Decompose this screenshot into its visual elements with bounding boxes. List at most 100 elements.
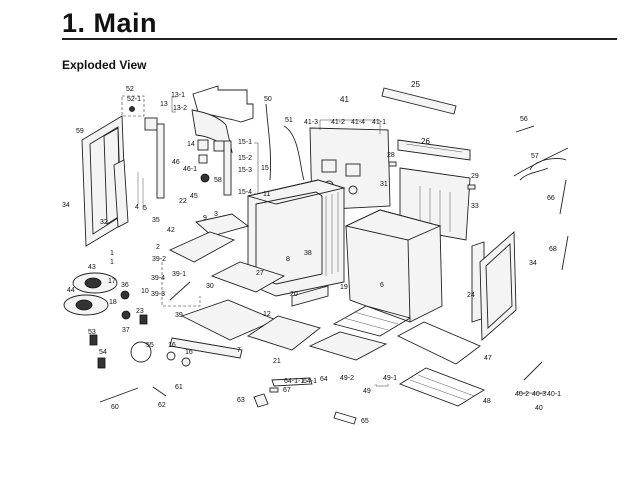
callout-4: 4 xyxy=(135,204,139,211)
callout-35: 35 xyxy=(152,217,160,224)
part-strip-4-5 xyxy=(137,172,144,210)
callout-2: 2 xyxy=(156,244,160,251)
part-pan-21 xyxy=(246,315,321,351)
callout-53: 53 xyxy=(88,329,96,336)
callout-34b: 34 xyxy=(529,260,537,267)
part-40 xyxy=(523,361,543,381)
part-56 xyxy=(515,125,535,133)
callout-54: 54 xyxy=(99,349,107,356)
callout-25: 25 xyxy=(411,80,420,89)
callout-29: 29 xyxy=(471,173,479,180)
page-title: 1. Main xyxy=(62,8,158,38)
part-ring-55 xyxy=(130,341,152,363)
part-66 xyxy=(559,179,567,215)
callout-63: 63 xyxy=(237,397,245,404)
title-rule xyxy=(62,38,617,40)
callout-45: 45 xyxy=(190,193,198,200)
callout-44: 44 xyxy=(67,287,75,294)
callout-39-2: 39-2 xyxy=(152,256,166,263)
callout-59: 59 xyxy=(76,128,84,135)
callout-61: 61 xyxy=(175,384,183,391)
callout-16b: 16 xyxy=(185,349,193,356)
callout-12: 12 xyxy=(263,311,271,318)
callout-15-4: 15-4 xyxy=(238,189,252,196)
callout-38: 38 xyxy=(304,250,312,257)
callout-23: 23 xyxy=(136,308,144,315)
part-cover-26 xyxy=(397,139,471,161)
part-insulation-6 xyxy=(344,209,443,323)
part-rack-49-1 xyxy=(332,305,412,337)
callout-39-4: 39-4 xyxy=(151,275,165,282)
callout-15-1: 15-1 xyxy=(238,139,252,146)
part-64 xyxy=(271,377,313,387)
callout-41-1: 41-1 xyxy=(372,119,386,126)
callout-42: 42 xyxy=(167,227,175,234)
callout-33: 33 xyxy=(471,203,479,210)
callout-15-3: 15-3 xyxy=(238,167,252,174)
callout-27: 27 xyxy=(256,270,264,277)
part-wire-51 xyxy=(283,125,305,181)
callout-16a: 16 xyxy=(168,342,176,349)
callout-37: 37 xyxy=(122,327,130,334)
callout-57: 57 xyxy=(531,153,539,160)
callout-1b: 1 xyxy=(110,259,114,266)
callout-10: 10 xyxy=(141,288,149,295)
part-hinge-arm-left xyxy=(144,117,165,199)
callout-14: 14 xyxy=(187,141,195,148)
callout-50: 50 xyxy=(264,96,272,103)
part-39-2 xyxy=(168,231,236,263)
part-drawer-front-7 xyxy=(169,337,243,359)
callout-13-2: 13-2 xyxy=(173,105,187,112)
part-hinge-arm-right xyxy=(213,140,232,196)
callout-15: 15 xyxy=(261,165,269,172)
part-65 xyxy=(333,411,357,425)
callout-55: 55 xyxy=(146,342,154,349)
callout-65: 65 xyxy=(361,418,369,425)
part-light-43 xyxy=(72,272,118,294)
part-knob-16b xyxy=(181,357,191,367)
part-58 xyxy=(200,173,210,183)
callout-40: 40 xyxy=(535,405,543,412)
callout-39-3: 39-3 xyxy=(151,291,165,298)
callout-19: 19 xyxy=(340,284,348,291)
part-23 xyxy=(139,314,148,325)
part-67 xyxy=(269,387,279,393)
callout-17: 17 xyxy=(108,278,116,285)
part-14 xyxy=(197,139,209,151)
callout-41-4: 41-4 xyxy=(351,119,365,126)
callout-64: 64 xyxy=(320,376,328,383)
part-52-1 xyxy=(129,106,135,112)
part-36 xyxy=(120,290,130,300)
callout-41: 41 xyxy=(340,95,349,104)
callout-41-3: 41-3 xyxy=(304,119,318,126)
callout-41-2: 41-2 xyxy=(331,119,345,126)
callout-46-1: 46-1 xyxy=(183,166,197,173)
callout-67: 67 xyxy=(283,387,291,394)
part-light-44 xyxy=(63,294,109,316)
callout-13-1: 13-1 xyxy=(171,92,185,99)
callout-36: 36 xyxy=(121,282,129,289)
callout-13: 13 xyxy=(160,101,168,108)
callout-26: 26 xyxy=(421,137,430,146)
part-53 xyxy=(89,334,98,346)
part-wire-50 xyxy=(265,103,271,181)
part-39-3 xyxy=(169,281,191,301)
callout-52: 52 xyxy=(126,86,134,93)
part-20 xyxy=(291,285,329,307)
callout-31: 31 xyxy=(380,181,388,188)
part-54 xyxy=(97,357,106,369)
part-gasket-47 xyxy=(397,321,481,365)
callout-40-1: 40-1 xyxy=(547,391,561,398)
callout-1a: 1 xyxy=(110,250,114,257)
callout-39-1: 39-1 xyxy=(172,271,186,278)
callout-49-2: 49-2 xyxy=(340,375,354,382)
callout-21: 21 xyxy=(273,358,281,365)
callout-11: 11 xyxy=(263,191,270,198)
part-37 xyxy=(121,310,131,320)
callout-3: 3 xyxy=(214,211,218,218)
callout-52-1: 52-1 xyxy=(127,96,141,103)
callout-56: 56 xyxy=(520,116,528,123)
callout-15-2: 15-2 xyxy=(238,155,252,162)
callout-58: 58 xyxy=(214,177,222,184)
callout-9: 9 xyxy=(203,215,207,222)
